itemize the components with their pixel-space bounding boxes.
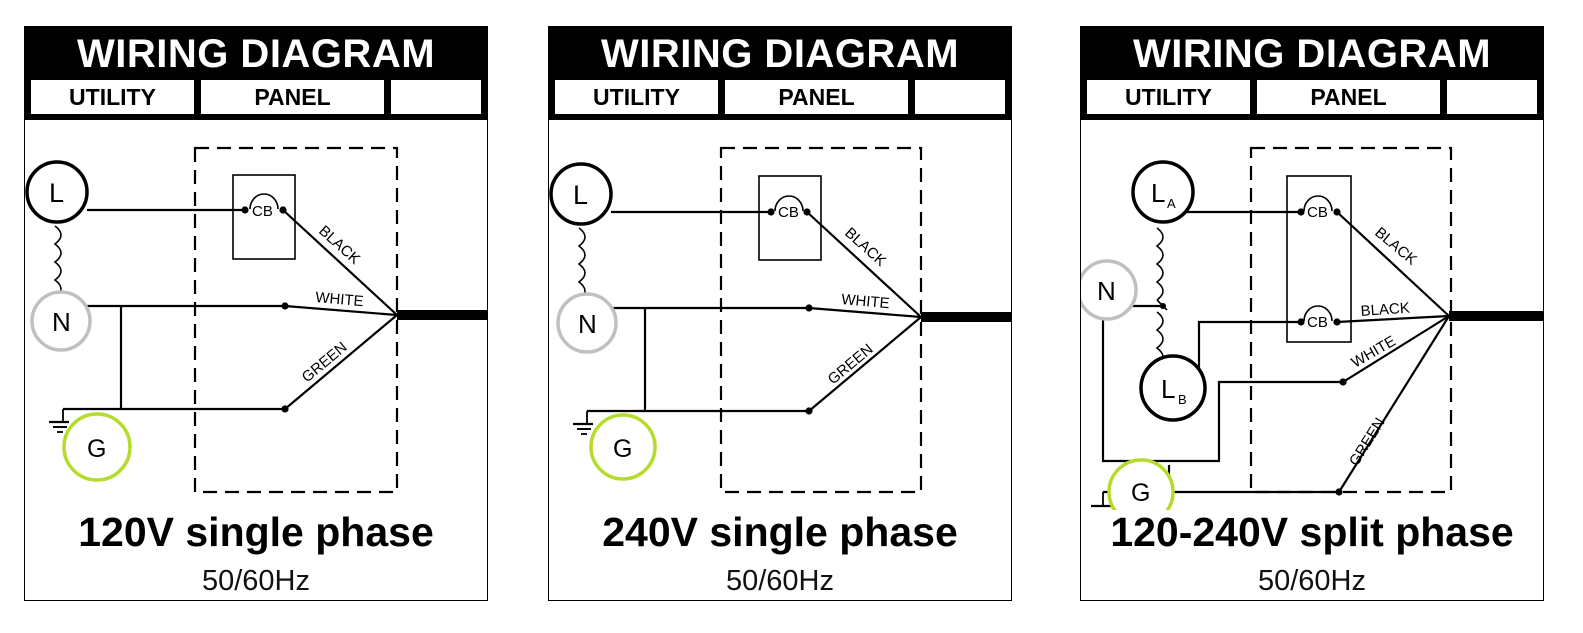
header-empty-cell <box>1447 80 1537 114</box>
black-wire <box>282 209 398 316</box>
white-wire-label: WHITE <box>315 289 365 310</box>
green-wire-label: GREEN <box>1346 415 1389 469</box>
black-wire-a <box>1336 211 1450 317</box>
cable-bundle <box>921 312 1011 322</box>
black-wire <box>806 211 922 318</box>
breaker-arc <box>774 195 804 212</box>
cable-bundle <box>1449 311 1543 321</box>
voltage-title: 240V single phase <box>602 509 958 555</box>
ground-terminal-label: G <box>1131 479 1150 507</box>
wiring-panel-240v: WIRING DIAGRAM UTILITY PANEL <box>548 26 1012 601</box>
neutral-terminal-label: N <box>578 309 597 339</box>
white-wire <box>1342 315 1450 383</box>
neutral-terminal-label: N <box>1097 276 1116 306</box>
wiring-schematic: L A N L B G CB CB BLACK BLACK WHITE GREE… <box>1081 146 1543 510</box>
green-wire <box>808 316 922 412</box>
line-b-terminal-circle <box>1139 354 1207 422</box>
panel-box <box>719 146 923 494</box>
diagram-header: WIRING DIAGRAM UTILITY PANEL <box>549 26 1011 120</box>
diagram-title: WIRING DIAGRAM <box>1132 32 1492 76</box>
breaker-label-bottom: CB <box>1307 314 1328 331</box>
diagram-header: WIRING DIAGRAM UTILITY PANEL <box>25 26 487 120</box>
line-b-subscript: B <box>1178 392 1187 407</box>
black-wire-label: BLACK <box>841 224 889 270</box>
line-b-terminal-label: L <box>1161 374 1175 404</box>
white-wire <box>284 304 398 317</box>
ground-terminal-circle <box>589 413 657 481</box>
line-a-subscript: A <box>1167 196 1176 211</box>
line-a-terminal-circle <box>1131 160 1195 224</box>
breaker-arc <box>249 193 279 210</box>
header-empty-cell <box>915 80 1005 114</box>
frequency-label: 50/60Hz <box>725 565 834 597</box>
neutral-terminal-circle <box>30 290 92 352</box>
neutral-terminal-label: N <box>52 307 71 337</box>
cable-bundle <box>397 310 487 320</box>
green-wire <box>284 314 398 410</box>
green-wire-label: GREEN <box>825 341 877 388</box>
green-wire <box>1338 315 1450 493</box>
panel-box <box>193 146 399 494</box>
ground-terminal-label: G <box>613 435 632 463</box>
breaker-box <box>1286 175 1352 343</box>
breaker-label: CB <box>252 203 273 220</box>
line-a-terminal-label: L <box>1151 178 1165 208</box>
black-wire-b-label: BLACK <box>1360 300 1410 320</box>
breaker-arc-bottom <box>1303 305 1333 322</box>
diagram-header: WIRING DIAGRAM UTILITY PANEL <box>1081 26 1543 120</box>
ground-terminal-label: G <box>87 435 106 463</box>
utility-label: UTILITY <box>1087 80 1250 114</box>
diagram-title: WIRING DIAGRAM <box>76 32 436 76</box>
utility-label: UTILITY <box>555 80 718 114</box>
line-terminal-circle <box>25 160 89 224</box>
white-wire-label: WHITE <box>841 291 891 312</box>
breaker-label: CB <box>778 204 799 221</box>
black-wire-a-label: BLACK <box>1371 224 1420 269</box>
transformer-coil-a <box>1155 227 1164 301</box>
breaker-box <box>232 174 296 260</box>
breaker-box <box>758 175 822 261</box>
wiring-schematic: L N G CB BLACK WHITE GREEN <box>25 146 487 494</box>
transformer-coil <box>577 227 586 301</box>
frequency-label: 50/60Hz <box>201 565 310 597</box>
panel-label: PANEL <box>201 80 384 114</box>
breaker-label-top: CB <box>1307 204 1328 221</box>
green-wire-label: GREEN <box>299 339 351 386</box>
ground-terminal-circle <box>62 412 132 482</box>
diagram-title: WIRING DIAGRAM <box>600 32 960 76</box>
wiring-panel-120v: WIRING DIAGRAM UTILITY PANEL <box>24 26 488 601</box>
white-wire <box>808 306 922 319</box>
neutral-terminal-circle <box>1081 259 1138 321</box>
panel-box <box>1249 146 1453 494</box>
wiring-panel-split-phase: WIRING DIAGRAM UTILITY PANEL <box>1080 26 1544 601</box>
breaker-arc-top <box>1303 195 1333 212</box>
line-terminal-label: L <box>49 178 64 208</box>
line-terminal-circle <box>549 162 613 226</box>
line-terminal-label: L <box>573 180 588 210</box>
black-wire-b <box>1336 314 1450 324</box>
utility-label: UTILITY <box>31 80 194 114</box>
header-empty-cell <box>391 80 481 114</box>
panel-label: PANEL <box>1257 80 1440 114</box>
neutral-terminal-circle <box>556 292 618 354</box>
frequency-label: 50/60Hz <box>1257 565 1366 597</box>
transformer-coil <box>53 225 62 299</box>
voltage-title: 120V single phase <box>78 509 434 555</box>
ground-terminal-circle <box>1107 458 1175 510</box>
wiring-schematic: L N G CB BLACK WHITE GREEN <box>549 146 1011 494</box>
voltage-title: 120-240V split phase <box>1110 509 1514 555</box>
panel-label: PANEL <box>725 80 908 114</box>
